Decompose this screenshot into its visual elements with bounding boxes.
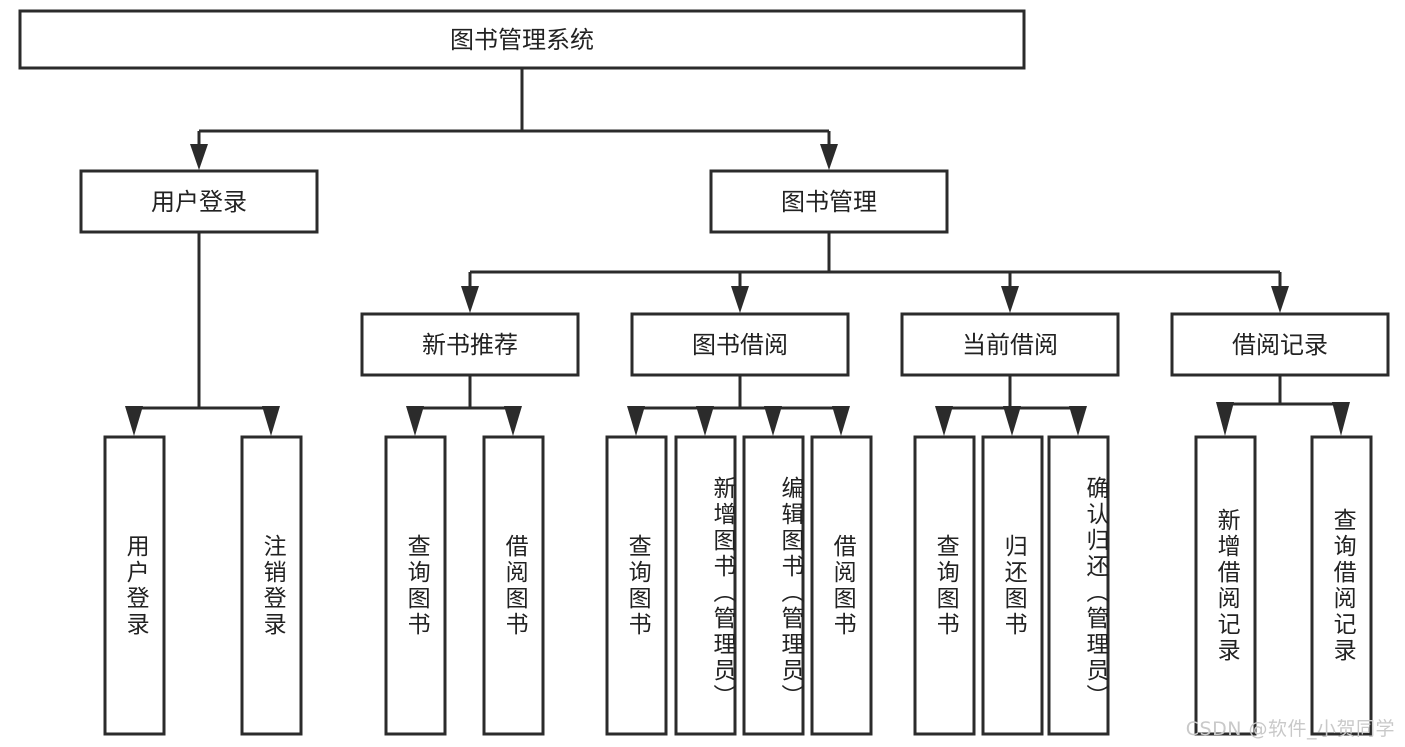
node-root-box[interactable]: [18, 9, 1026, 70]
leaf-user-login-box[interactable]: [103, 435, 166, 736]
node-user-login[interactable]: 用户登录: [79, 169, 319, 234]
csdn-watermark: CSDN @软件_小贺同学: [1185, 718, 1395, 740]
arrow-to-leaf-query-book-3: [935, 406, 953, 436]
leaf-add-record-label: 新增借阅记录: [1213, 507, 1240, 664]
leaf-query-record[interactable]: 查询借阅记录: [1310, 435, 1373, 736]
arrow-to-new-book-rec: [461, 286, 479, 313]
node-root-label: 图书管理系统: [450, 26, 594, 54]
leaf-user-logout[interactable]: 注销登录: [240, 435, 303, 736]
node-book-manage-label: 图书管理: [781, 188, 877, 216]
node-root[interactable]: 图书管理系统: [18, 9, 1026, 70]
leaf-query-book-3-label: 查询图书: [932, 533, 959, 638]
leaf-borrow-book-1-box[interactable]: [482, 435, 545, 736]
leaf-query-book-2-label: 查询图书: [624, 533, 651, 638]
leaf-add-record[interactable]: 新增借阅记录: [1194, 435, 1257, 736]
node-current-borrow[interactable]: 当前借阅: [900, 312, 1120, 377]
leaf-add-record-box[interactable]: [1194, 435, 1257, 736]
node-book-borrow[interactable]: 图书借阅: [630, 312, 850, 377]
arrow-to-leaf-query-record: [1332, 402, 1350, 436]
leaf-borrow-book-1-label: 借阅图书: [501, 533, 528, 638]
arrow-to-leaf-query-book-2: [627, 406, 645, 436]
leaf-edit-book-box[interactable]: [742, 435, 805, 736]
leaf-borrow-book-2-box[interactable]: [810, 435, 873, 736]
connector-group-root: [190, 68, 838, 170]
leaf-query-book-2-box[interactable]: [605, 435, 668, 736]
leaf-return-book[interactable]: 归还图书: [981, 435, 1044, 736]
arrow-to-leaf-user-login: [125, 406, 143, 436]
leaf-query-record-box[interactable]: [1310, 435, 1373, 736]
connector-group-new-book-rec: [406, 375, 522, 436]
node-book-manage[interactable]: 图书管理: [709, 169, 949, 234]
leaf-add-book-box[interactable]: [674, 435, 737, 736]
leaf-query-book-1-box[interactable]: [384, 435, 447, 736]
leaf-edit-book[interactable]: 编辑图书（管理员）: [742, 435, 805, 736]
node-current-borrow-label: 当前借阅: [962, 331, 1058, 359]
leaf-confirm-return-label: 确认归还（管理员）: [1082, 475, 1108, 710]
arrow-to-book-manage: [820, 144, 838, 170]
leaf-borrow-book-1[interactable]: 借阅图书: [482, 435, 545, 736]
node-user-login-box[interactable]: [79, 169, 319, 234]
connector-group-borrow-record: [1216, 375, 1350, 436]
leaf-user-logout-label: 注销登录: [259, 533, 286, 638]
arrow-to-leaf-borrow-book-1: [504, 406, 522, 436]
node-borrow-record-box[interactable]: [1170, 312, 1390, 377]
leaf-query-book-2[interactable]: 查询图书: [605, 435, 668, 736]
node-new-book-rec-label: 新书推荐: [422, 331, 518, 359]
arrow-to-leaf-query-book-1: [406, 406, 424, 436]
node-current-borrow-box[interactable]: [900, 312, 1120, 377]
leaf-query-book-1[interactable]: 查询图书: [384, 435, 447, 736]
leaf-confirm-return-box[interactable]: [1047, 435, 1110, 736]
leaf-borrow-book-2[interactable]: 借阅图书: [810, 435, 873, 736]
arrow-to-book-borrow: [731, 286, 749, 313]
connector-group-book-borrow: [627, 375, 850, 436]
connector-group-user-login: [125, 232, 280, 436]
arrow-to-borrow-record: [1271, 286, 1289, 313]
arrow-to-leaf-add-book: [696, 406, 714, 436]
connector-group-current-borrow: [935, 375, 1087, 436]
node-book-manage-box[interactable]: [709, 169, 949, 234]
arrow-to-leaf-borrow-book-2: [832, 406, 850, 436]
connector-group-book-manage: [461, 232, 1289, 313]
node-borrow-record[interactable]: 借阅记录: [1170, 312, 1390, 377]
arrow-to-leaf-edit-book: [764, 406, 782, 436]
leaf-borrow-book-2-label: 借阅图书: [829, 533, 856, 638]
leaf-query-book-1-label: 查询图书: [403, 533, 430, 638]
node-new-book-rec-box[interactable]: [360, 312, 580, 377]
node-borrow-record-label: 借阅记录: [1232, 331, 1328, 359]
arrow-to-current-borrow: [1001, 286, 1019, 313]
leaf-user-login[interactable]: 用户登录: [103, 435, 166, 736]
node-book-borrow-label: 图书借阅: [692, 331, 788, 359]
node-new-book-rec[interactable]: 新书推荐: [360, 312, 580, 377]
node-user-login-label: 用户登录: [151, 188, 247, 216]
leaf-edit-book-label: 编辑图书（管理员）: [777, 475, 803, 710]
leaf-user-login-label: 用户登录: [122, 533, 149, 638]
leaf-query-book-3-box[interactable]: [913, 435, 976, 736]
leaf-confirm-return[interactable]: 确认归还（管理员）: [1047, 435, 1110, 736]
arrow-to-leaf-return-book: [1003, 406, 1021, 436]
arrow-to-leaf-confirm-return: [1069, 406, 1087, 436]
leaf-return-book-box[interactable]: [981, 435, 1044, 736]
leaf-user-logout-box[interactable]: [240, 435, 303, 736]
arrow-to-leaf-add-record: [1216, 402, 1234, 436]
leaf-add-book-label: 新增图书（管理员）: [709, 475, 735, 710]
leaf-return-book-label: 归还图书: [1000, 533, 1027, 638]
arrow-to-user-login: [190, 144, 208, 170]
arrow-to-leaf-user-logout: [262, 406, 280, 436]
leaf-query-book-3[interactable]: 查询图书: [913, 435, 976, 736]
leaf-add-book[interactable]: 新增图书（管理员）: [674, 435, 737, 736]
node-book-borrow-box[interactable]: [630, 312, 850, 377]
leaf-query-record-label: 查询借阅记录: [1329, 507, 1356, 664]
